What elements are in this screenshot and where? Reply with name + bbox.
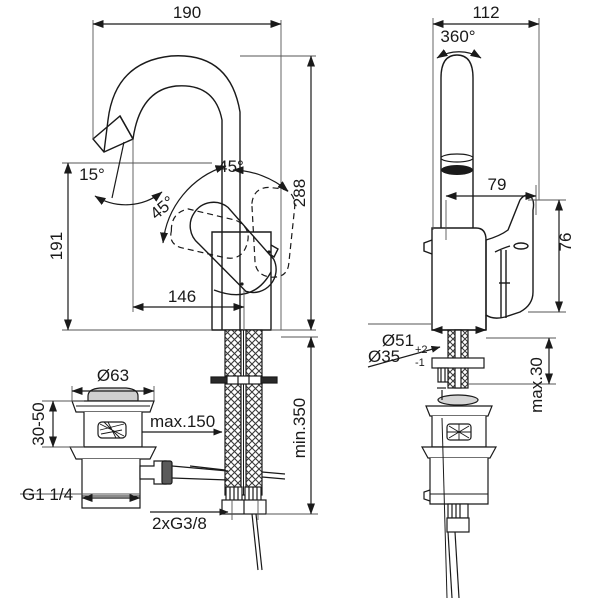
waste-linkage-rod [189, 465, 226, 471]
waste-linkage-rod-right-2 [261, 476, 286, 480]
waste-rod-top [171, 465, 229, 472]
side-waste-cap [437, 394, 479, 406]
side-outlet-collar [447, 503, 469, 519]
side-waste-midflange [420, 446, 498, 459]
dim-label-d51: Ø51 [382, 331, 414, 350]
side-view [423, 54, 535, 331]
dim-label-d35-tol-lower: -1 [415, 357, 425, 369]
nozzle-seam [119, 115, 134, 140]
handle-ghost-raised [251, 186, 296, 278]
side-lift-rod [441, 417, 448, 599]
mounting-bracket [210, 375, 278, 385]
waste-slot-icon [97, 421, 127, 439]
waste-flange [71, 400, 155, 413]
pop-up-rod-front-2 [255, 513, 263, 571]
arc-15deg [94, 191, 163, 206]
spout-outer-profile [103, 55, 241, 330]
waste-barrel [81, 459, 141, 509]
dim-label-3050: 30-50 [29, 402, 48, 445]
dim-label-79: 79 [488, 175, 507, 194]
rotation-annotation [436, 49, 482, 59]
side-waste-flange [425, 405, 493, 417]
dim-label-max150: max.150 [150, 412, 215, 431]
side-dimensions [367, 18, 566, 385]
dim-label-45deg-right: 45° [218, 157, 244, 176]
handle-hinge-arc [213, 271, 272, 296]
dim-label-d35-tol-upper: +2 [415, 344, 428, 356]
dim-label-190: 190 [173, 3, 201, 22]
side-washer [431, 357, 485, 369]
side-supply-assembly [420, 329, 498, 599]
dim-label-2xg38: 2xG3/8 [152, 514, 207, 533]
dim-label-112: 112 [472, 3, 499, 22]
side-body-tab [423, 239, 433, 255]
dim-label-146: 146 [168, 287, 196, 306]
lever-groove-top [494, 245, 511, 253]
dim-label-d35: Ø35 [368, 347, 400, 366]
dim-label-d63: Ø63 [97, 366, 129, 385]
front-angle-annotations [94, 141, 289, 244]
side-waste-barrel [429, 458, 489, 505]
waste-lower-flange [69, 446, 157, 460]
supply-hose-left [224, 329, 242, 496]
spout-inner-profile [132, 85, 223, 330]
handle-pivot-dot-left [240, 282, 244, 286]
waste-linkage-rod-right [261, 471, 286, 475]
lever-detail-ellipse [513, 242, 529, 250]
supply-nuts [221, 486, 267, 515]
side-waste-tab [423, 489, 431, 502]
side-lever-handle [485, 194, 535, 319]
side-rod-a [447, 531, 453, 599]
body-side-tab [270, 244, 279, 259]
dim-label-15deg: 15° [79, 165, 105, 184]
side-spout-joint [440, 153, 474, 163]
dim-label-g114: G1 1/4 [22, 485, 73, 504]
arc-360deg [436, 49, 482, 59]
handle-pivot-dot-right [267, 250, 271, 254]
dim-label-360deg: 360° [440, 27, 475, 46]
waste-rod-bottom [171, 477, 229, 481]
arc-45deg-right [232, 166, 289, 192]
waste-plug-cap [87, 387, 139, 402]
dim-label-max30: max.30 [527, 357, 546, 413]
angle15-ref-a [111, 141, 125, 199]
side-aerator-band [441, 165, 473, 175]
side-waste-slot-icon [446, 423, 472, 441]
dim-label-191: 191 [47, 232, 66, 260]
arc-45deg-left [160, 165, 227, 244]
dim-label-76: 76 [556, 233, 575, 252]
dim-label-288: 288 [290, 179, 309, 207]
side-outlet-nut [446, 517, 470, 533]
waste-dimensions [20, 386, 155, 502]
side-rod-b [454, 531, 460, 599]
leader-d35 [367, 345, 441, 368]
side-nut [437, 367, 449, 383]
front-supply-assembly [189, 329, 286, 571]
dim-label-min350: min.350 [290, 398, 309, 458]
pop-up-rod-front [251, 513, 259, 571]
nipple-seal [161, 460, 173, 485]
supply-hose-right [245, 329, 263, 496]
